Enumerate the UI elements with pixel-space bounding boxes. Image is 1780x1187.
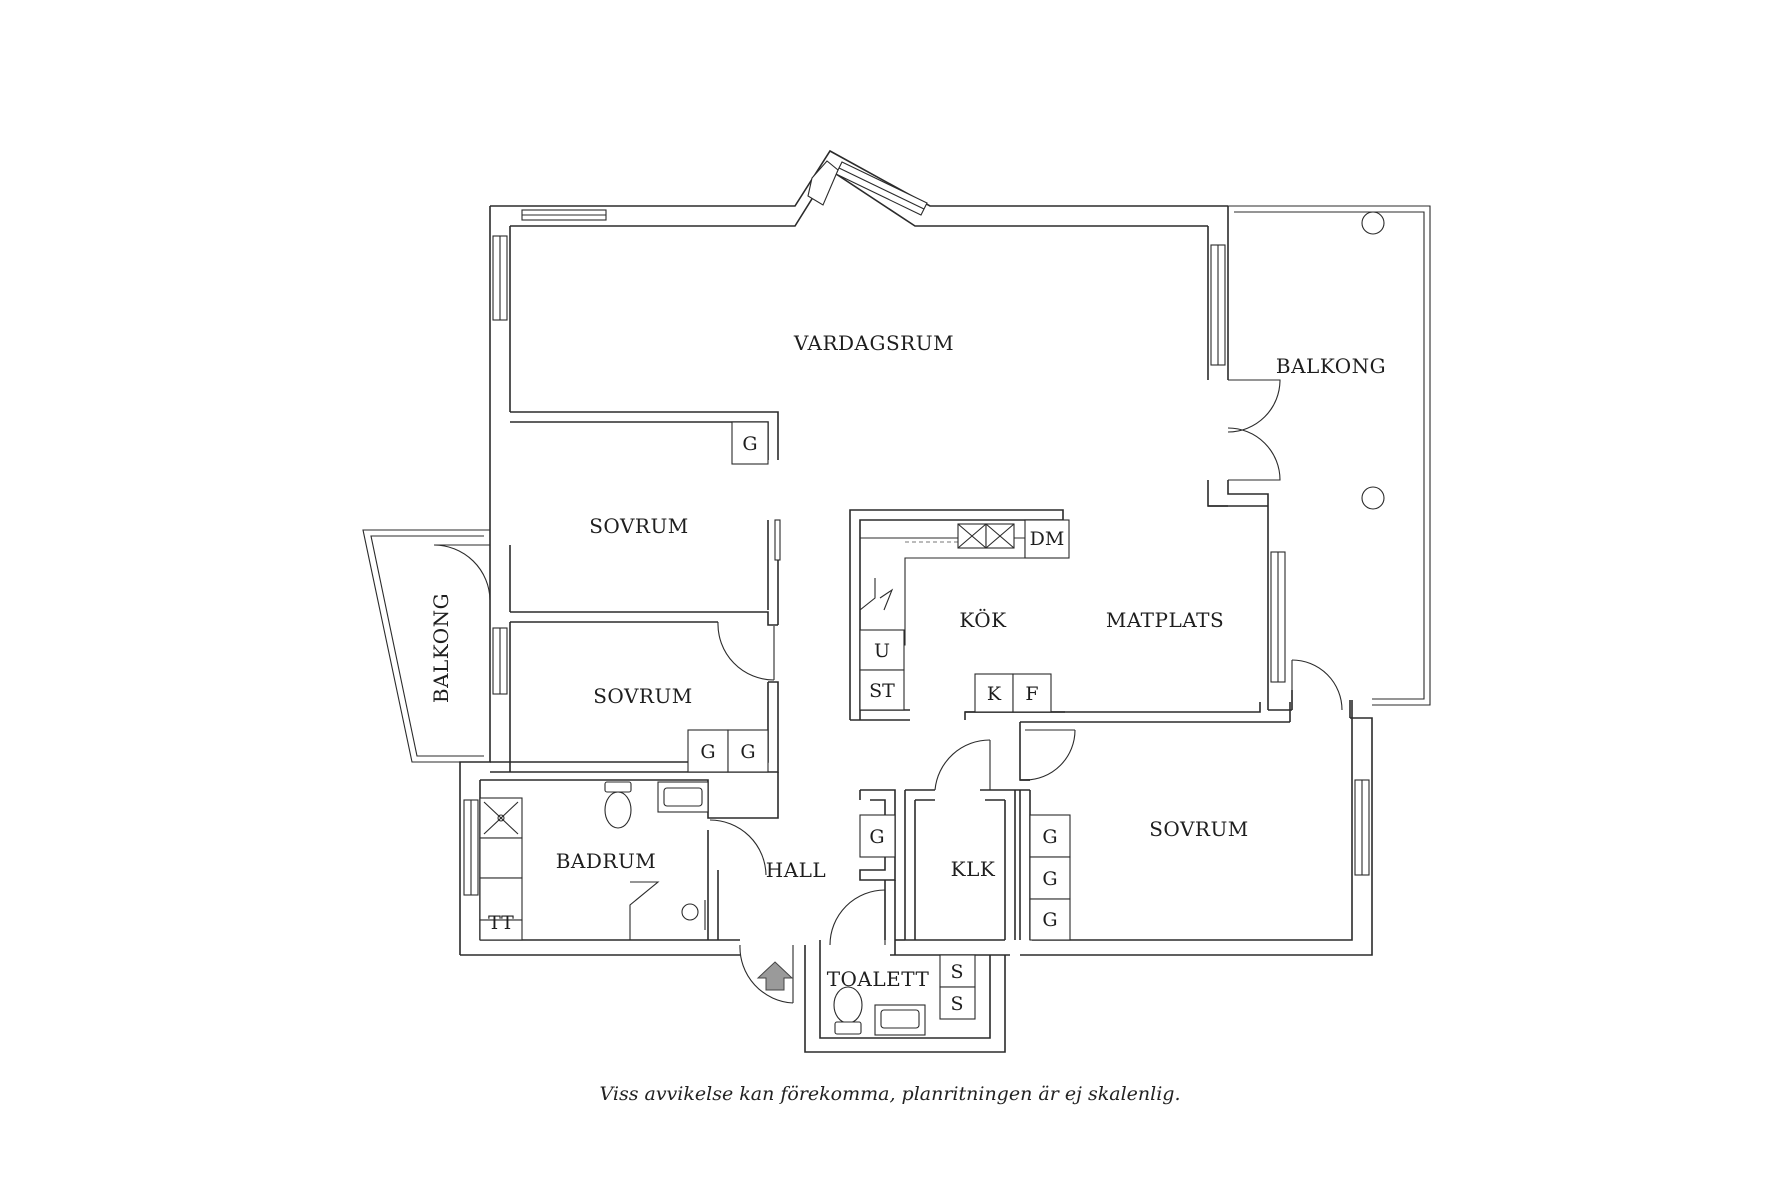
room-labels: VARDAGSRUM BALKONG SOVRUM BALKONG SOVRUM… [429,331,1386,991]
label-freezer: F [1025,683,1038,705]
label-wardrobe: G [1042,826,1057,848]
label-balkong-west: BALKONG [429,593,453,703]
disclaimer-text: Viss avvikelse kan förekomma, planritnin… [599,1083,1181,1105]
toilet-icon [833,986,863,1035]
kitchen-fixtures [859,519,1070,713]
balcony-east [1228,205,1431,706]
sink-icon [874,1004,926,1036]
label-wardrobe: G [700,741,715,763]
entrance-arrow-icon [756,961,794,991]
label-wardrobe: G [1042,868,1057,890]
windows [463,160,1370,896]
label-stove: ST [869,680,895,702]
label-wardrobe: G [1042,909,1057,931]
label-hall: HALL [766,858,826,882]
label-kok: KÖK [959,607,1007,632]
toilet-fixtures [833,986,926,1036]
label-toalett: TOALETT [827,967,930,991]
label-badrum: BADRUM [556,849,657,873]
fixture-labels: G G G G G G G DM U ST K F TT S S [488,433,1064,1015]
label-balkong-east: BALKONG [1276,354,1386,378]
label-matplats: MATPLATS [1106,608,1224,632]
label-fridge: K [987,683,1002,705]
label-storage: S [950,961,963,983]
sink-icon [657,781,709,813]
bathroom-fixtures [479,781,709,941]
label-dishwasher: DM [1030,528,1065,550]
label-sovrum-2: SOVRUM [593,684,693,708]
label-wardrobe: G [869,826,884,848]
stove-icon [957,523,1015,549]
doors [433,379,1343,1004]
label-sovrum-1: SOVRUM [589,514,689,538]
label-vardagsrum: VARDAGSRUM [793,331,954,355]
label-klk: KLK [951,857,996,881]
label-oven: U [874,640,890,662]
shower-icon [483,801,519,835]
wardrobes [687,421,1071,1020]
label-storage: S [950,993,963,1015]
label-sovrum-3: SOVRUM [1149,817,1249,841]
balcony-west [362,529,490,763]
outer-walls [459,149,1373,1053]
label-wardrobe: G [742,433,757,455]
sink-icon [859,578,894,620]
label-washing-machine: TT [488,912,514,934]
toilet-icon [604,781,632,829]
label-wardrobe: G [740,741,755,763]
